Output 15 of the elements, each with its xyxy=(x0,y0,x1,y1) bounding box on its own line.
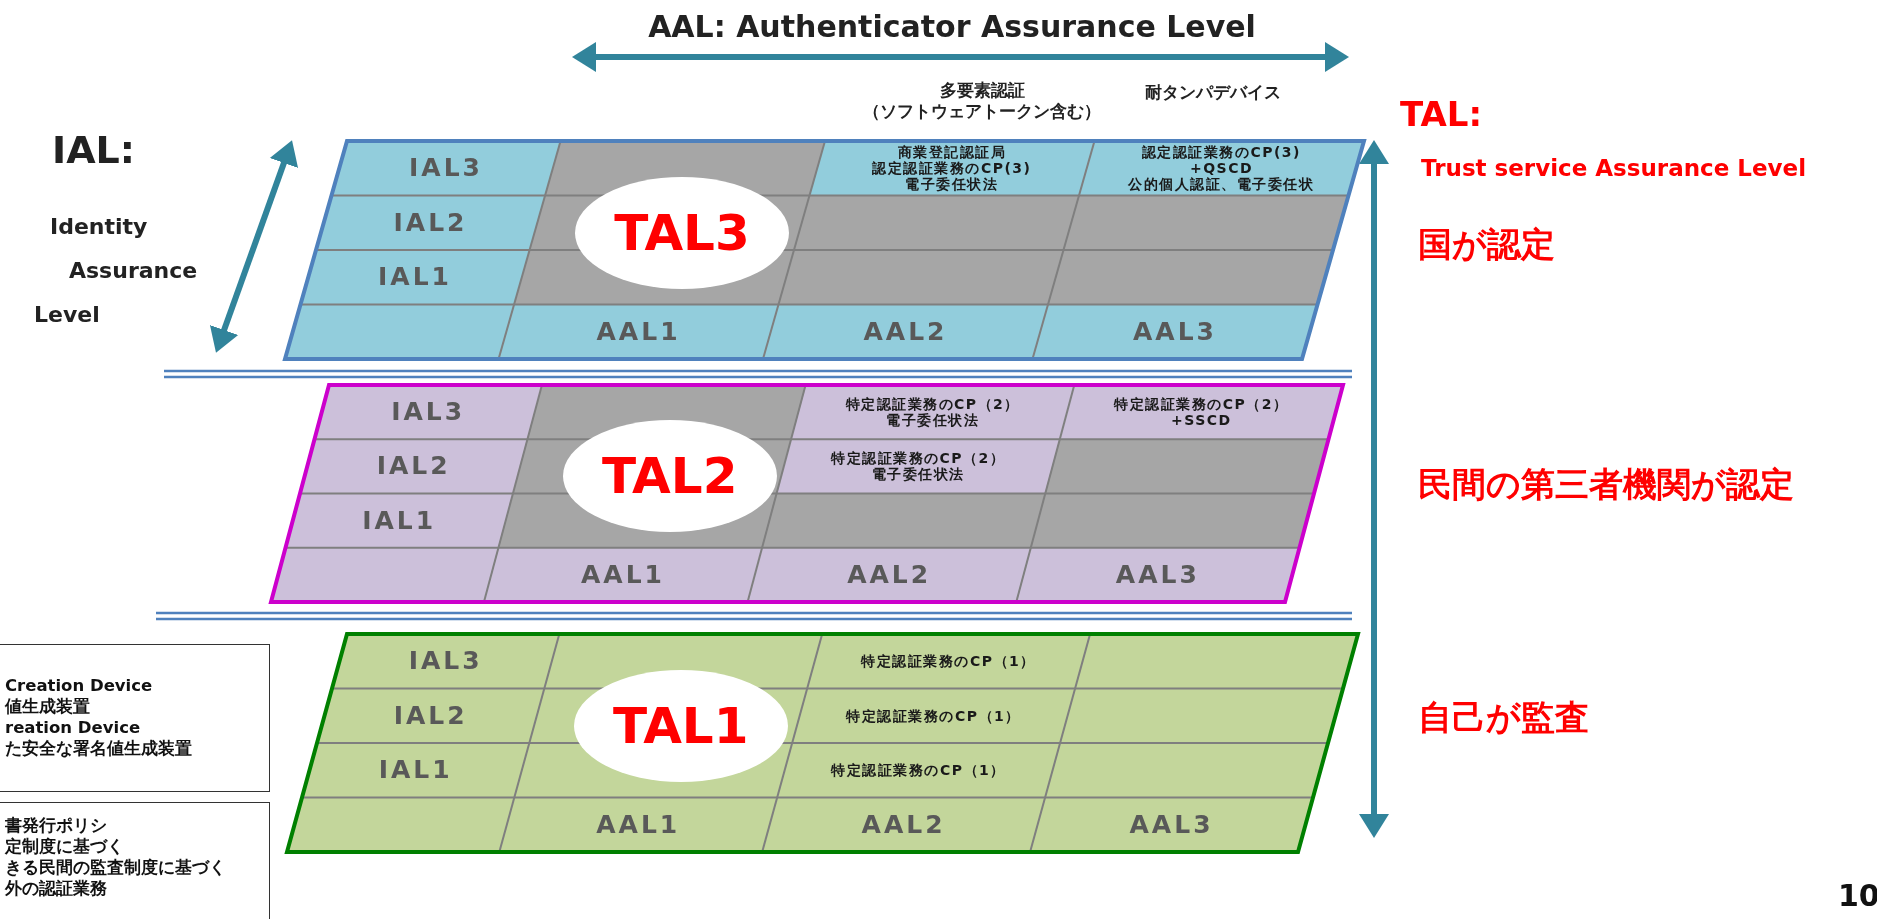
heading-text: （ソフトウェアトークン含む） xyxy=(863,99,1101,123)
heading-text: TAL: xyxy=(1400,94,1483,134)
heading-text: 民間の第三者機関が認定 xyxy=(1418,463,1794,506)
heading-text: Trust service Assurance Level xyxy=(1421,155,1807,181)
heading-text: AAL: Authenticator Assurance Level xyxy=(648,8,1256,44)
heading-text: 自己が監査 xyxy=(1418,696,1589,739)
heading-text: 多要素認証 xyxy=(939,78,1025,102)
heading-text: IAL: xyxy=(52,128,135,172)
heading-text: Identity xyxy=(50,213,148,239)
note-box: Creation Device 値生成装置 reation Device た安全な署名値生成装置 xyxy=(0,644,270,792)
note-box: 書発行ポリシ 定制度に基づく きる民間の監査制度に基づく 外の認証業務 xyxy=(0,802,270,919)
heading-text: 国が認定 xyxy=(1418,223,1555,266)
heading-text: 耐タンパデバイス xyxy=(1145,80,1281,104)
heading-text: Level xyxy=(34,301,100,327)
heading-text: Assurance xyxy=(69,257,198,283)
